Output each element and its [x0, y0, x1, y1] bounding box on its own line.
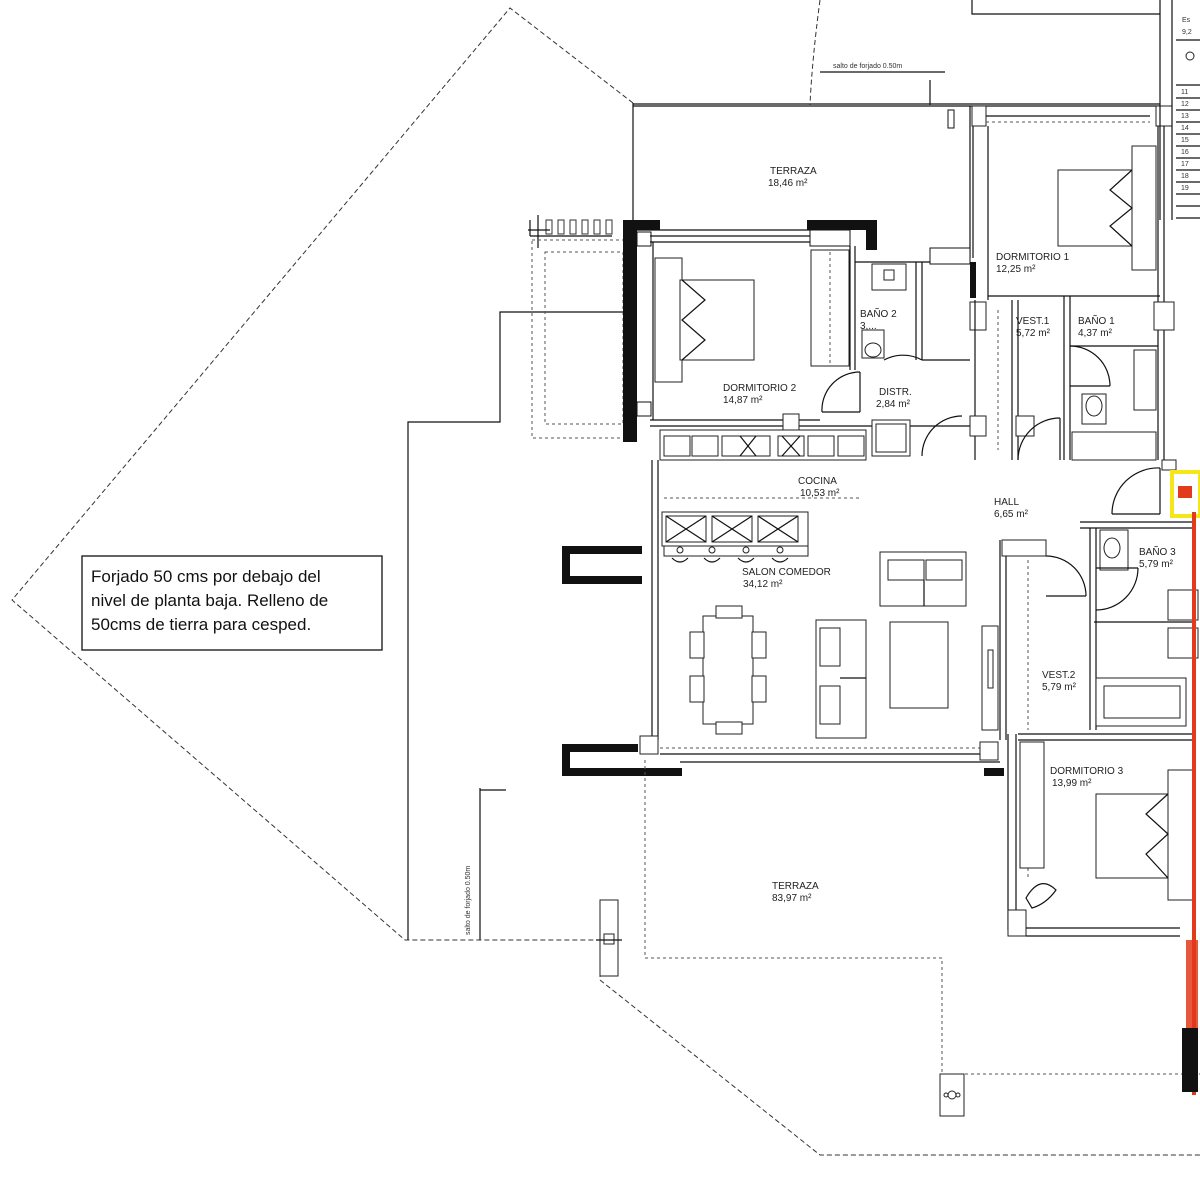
room-label-vest-1: VEST.1: [1016, 316, 1050, 327]
distr-cabinet: [871, 419, 911, 457]
room-area-dormitorio-3: 13,99 m²: [1052, 778, 1092, 789]
top-right-text-2: 9,2: [1182, 29, 1192, 36]
room-label-bano-3: BAÑO 3: [1139, 545, 1176, 558]
room-area-salon-comedor: 34,12 m²: [743, 579, 783, 590]
stair-num: 18: [1181, 173, 1189, 180]
left-boundary-line: [407, 311, 632, 940]
room-area-bano-2: 3,...: [860, 321, 877, 332]
room-area-vest-1: 5,72 m²: [1016, 328, 1051, 339]
room-area-vest-2: 5,79 m²: [1042, 682, 1077, 693]
bed-dorm-2: [654, 257, 755, 383]
bed-dorm-1: [1057, 145, 1157, 271]
wardrobe-dorm-2: [810, 249, 850, 367]
kitchen-island: [661, 511, 809, 563]
garden-light-1: [596, 899, 622, 977]
salto-forjado-top: salto de forjado 0.50m: [820, 63, 945, 105]
room-label-distr: DISTR.: [879, 387, 912, 398]
room-label-vest-2: VEST.2: [1042, 670, 1076, 681]
room-area-bano-3: 5,79 m²: [1139, 559, 1174, 570]
top-boundary-line: [971, 0, 1160, 15]
stair: 11 12 13 14 15 16 17 18 19 Es 9,2: [1159, 0, 1200, 220]
sofa-top: [879, 551, 967, 607]
kitchen-counter-top: [659, 429, 867, 461]
top-curve-line: [809, 0, 821, 106]
room-label-hall: HALL: [994, 497, 1019, 508]
dormitorio-2-walls: [623, 220, 970, 442]
hall-walls: [1001, 459, 1199, 730]
room-area-cocina: 10,53 m²: [800, 488, 840, 499]
dining-table: [689, 605, 767, 735]
bano-2-walls: [849, 246, 976, 370]
bano-1-walls: [1063, 296, 1158, 461]
coffee-table: [889, 621, 949, 709]
bed-dorm-3: [1095, 769, 1195, 901]
room-area-dormitorio-1: 12,25 m²: [996, 264, 1036, 275]
note-line-2: nivel de planta baja. Relleno de: [91, 591, 328, 610]
note-box: Forjado 50 cms por debajo del nivel de p…: [81, 555, 383, 651]
room-area-dormitorio-2: 14,87 m²: [723, 395, 763, 406]
room-area-distr: 2,84 m²: [876, 399, 911, 410]
stair-num: 11: [1181, 89, 1188, 96]
room-label-dormitorio-2: DORMITORIO 2: [723, 383, 797, 394]
stair-num: 16: [1181, 149, 1189, 156]
room-area-bano-1: 4,37 m²: [1078, 328, 1113, 339]
door-hall-1: [921, 415, 963, 457]
highlight-band: [1170, 470, 1200, 1095]
column-distr: [782, 413, 800, 431]
room-label-bano-2: BAÑO 2: [860, 307, 897, 320]
column-vest-1: [969, 301, 987, 331]
room-label-dormitorio-1: DORMITORIO 1: [996, 252, 1070, 263]
salto-top-label: salto de forjado 0.50m: [833, 63, 902, 70]
salon-walls: [562, 460, 1007, 776]
planter-dashed: [531, 239, 625, 439]
room-label-bano-1: BAÑO 1: [1078, 314, 1115, 327]
room-area-terraza-top: 18,46 m²: [768, 178, 808, 189]
salto-side-label: salto de forjado 0.50m: [465, 866, 472, 935]
stair-num: 19: [1181, 185, 1189, 192]
dormitorio-3-walls: [1007, 733, 1196, 937]
room-label-terraza-top: TERRAZA: [770, 166, 817, 177]
stair-num: 17: [1181, 161, 1189, 168]
vest-1-walls: [969, 300, 1061, 461]
garden-light-2: [939, 1073, 965, 1117]
planter-inner: [544, 251, 624, 425]
terrace-bottom-outline: [644, 760, 1200, 1075]
room-label-cocina: COCINA: [798, 476, 837, 487]
top-right-text-1: Es: [1182, 17, 1191, 24]
stair-num: 14: [1181, 125, 1189, 132]
room-label-dormitorio-3: DORMITORIO 3: [1050, 766, 1124, 777]
sofa-side: [815, 619, 867, 739]
room-area-hall: 6,65 m²: [994, 509, 1029, 520]
stair-num: 15: [1181, 137, 1189, 144]
tv-unit: [981, 625, 999, 731]
stair-num: 13: [1181, 113, 1189, 120]
railing-top-left: [528, 215, 613, 248]
room-label-salon-comedor: SALON COMEDOR: [742, 567, 831, 578]
room-label-terraza-bottom: TERRAZA: [772, 881, 819, 892]
column-dorm-1: [1153, 301, 1175, 331]
room-area-terraza-bottom: 83,97 m²: [772, 893, 812, 904]
note-line-3: 50cms de tierra para cesped.: [91, 615, 311, 634]
room-labels: TERRAZA 18,46 m² DORMITORIO 1 12,25 m² B…: [723, 166, 1176, 904]
note-line-1: Forjado 50 cms por debajo del: [91, 567, 321, 586]
door-distr: [821, 371, 861, 413]
stair-num: 12: [1181, 101, 1189, 108]
